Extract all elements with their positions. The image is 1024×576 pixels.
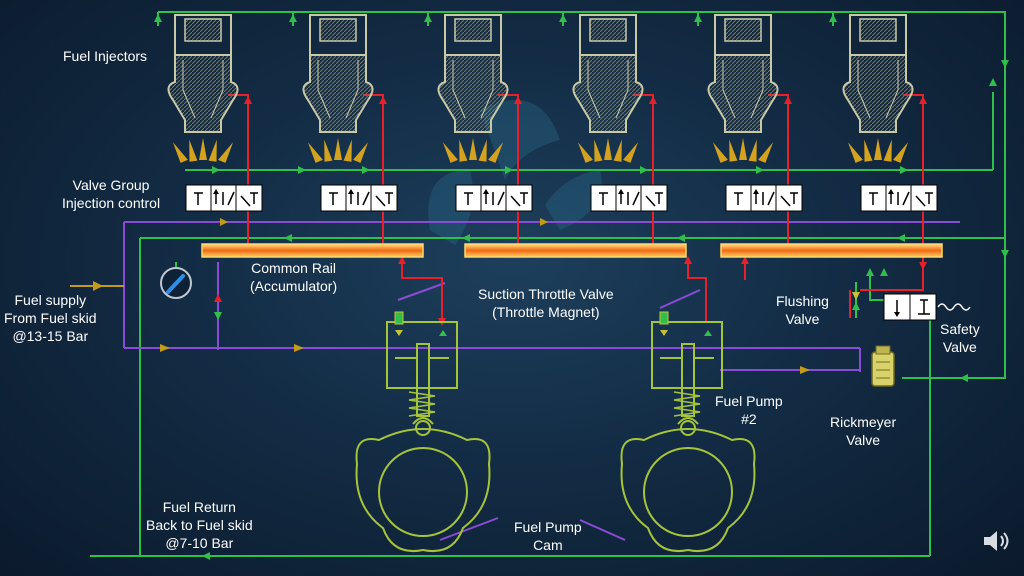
rickmeyer-valve-line-2: Valve <box>846 432 881 448</box>
common-rail-label: Common Rail (Accumulator) <box>250 259 337 295</box>
fuel-injector <box>707 14 779 163</box>
common-rail-accumulator <box>201 243 943 258</box>
fuel-pump-cams <box>355 417 756 552</box>
flushing-valve <box>849 282 860 318</box>
safety-valve-line-2: Valve <box>942 339 977 355</box>
fuel-injector <box>842 14 914 163</box>
fuel-return-line-2: Back to Fuel skid <box>146 517 253 533</box>
valve-group-label: Valve Group Injection control <box>62 176 160 212</box>
safety-valve-label: Safety Valve <box>940 320 980 356</box>
valve-group-line-1: Valve Group <box>72 177 150 193</box>
injection-control-valve <box>185 184 263 212</box>
fuel-pump-cam <box>355 417 491 552</box>
suction-throttle-line-1: Suction Throttle Valve <box>478 286 614 302</box>
suction-throttle-line-2: (Throttle Magnet) <box>492 304 600 320</box>
fuel-pumps <box>386 311 723 436</box>
common-rail-line-1: Common Rail <box>251 260 336 276</box>
fuel-pump-cam <box>620 417 756 552</box>
fuel-supply-line-1: Fuel supply <box>14 292 87 308</box>
safety-valve-line-1: Safety <box>940 321 980 337</box>
fuel-pump <box>651 311 723 436</box>
return-flow-arrows <box>154 14 1009 560</box>
fuel-spray <box>712 138 774 163</box>
fuel-injector <box>572 14 644 163</box>
rickmeyer-valve-line-1: Rickmeyer <box>830 414 897 430</box>
flushing-valve-label: Flushing Valve <box>776 292 829 328</box>
injection-control-valve <box>590 184 668 212</box>
injection-control-valve <box>725 184 803 212</box>
fuel-pump-cam-label: Fuel Pump Cam <box>514 518 582 554</box>
fuel-pump-cam-line-2: Cam <box>533 537 563 553</box>
fuel-pump-2-label: Fuel Pump #2 <box>715 392 783 428</box>
fuel-injectors-group <box>167 14 914 163</box>
fuel-injector <box>437 14 509 163</box>
valve-group-line-2: Injection control <box>62 195 161 211</box>
flushing-valve-line-1: Flushing <box>776 293 829 309</box>
fuel-spray <box>577 138 639 163</box>
fuel-supply-line-2: From Fuel skid <box>4 310 97 326</box>
check-valve-left <box>214 262 222 350</box>
speaker-icon[interactable] <box>982 528 1012 554</box>
fuel-spray <box>172 138 234 163</box>
fuel-injector <box>302 14 374 163</box>
fuel-pump-cam-line-1: Fuel Pump <box>514 519 582 535</box>
fuel-pump <box>386 311 458 436</box>
fuel-return-line-1: Fuel Return <box>162 499 236 515</box>
fuel-return-label: Fuel Return Back to Fuel skid @7-10 Bar <box>146 498 253 552</box>
flushing-valve-line-2: Valve <box>785 311 820 327</box>
fuel-injector <box>167 14 239 163</box>
safety-valve <box>883 293 971 321</box>
valve-group-injection-control <box>185 184 938 212</box>
fuel-return-line-3: @7-10 Bar <box>165 535 234 551</box>
pressure-gauge-icon <box>160 262 192 299</box>
suction-throttle-label: Suction Throttle Valve (Throttle Magnet) <box>478 285 614 321</box>
fuel-pump-2-line-2: #2 <box>741 411 757 427</box>
fuel-spray <box>442 138 504 163</box>
fuel-pump-2-line-1: Fuel Pump <box>715 393 783 409</box>
fuel-supply-label: Fuel supply From Fuel skid @13-15 Bar <box>4 291 97 345</box>
fuel-spray <box>847 138 909 163</box>
fuel-spray <box>307 138 369 163</box>
injection-control-valve <box>860 184 938 212</box>
common-rail-line-2: (Accumulator) <box>250 278 338 294</box>
rickmeyer-valve <box>871 345 895 387</box>
injection-control-valve <box>320 184 398 212</box>
fuel-injectors-label: Fuel Injectors <box>63 48 148 64</box>
fuel-supply-line-3: @13-15 Bar <box>12 328 89 344</box>
injection-control-valve <box>455 184 533 212</box>
high-pressure-arrows <box>244 96 927 326</box>
rickmeyer-valve-label: Rickmeyer Valve <box>830 413 896 449</box>
